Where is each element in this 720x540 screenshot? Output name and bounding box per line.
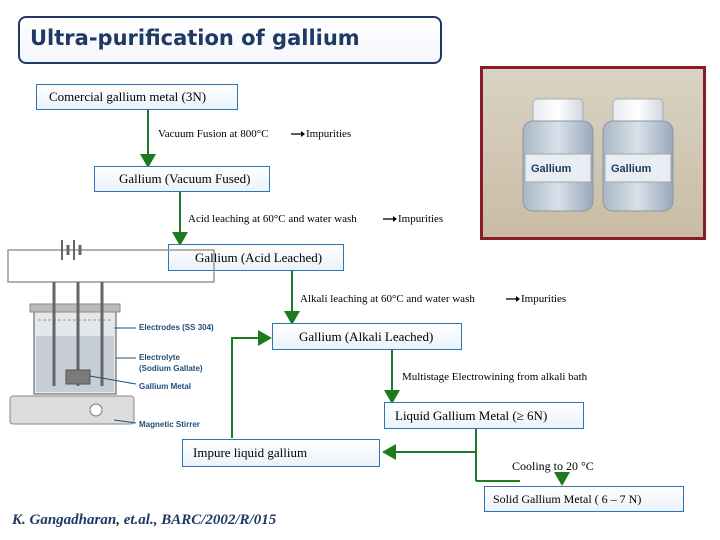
- step-vacuum-impurities: Impurities: [306, 128, 351, 140]
- bottle-left-label: Gallium: [531, 163, 572, 175]
- product-photo: Gallium Gallium: [480, 66, 706, 240]
- box-vacuum-fused: Gallium (Vacuum Fused): [94, 166, 270, 192]
- gallium-bottles-illustration: Gallium Gallium: [483, 69, 703, 237]
- step-electrowining: Multistage Electrowining from alkali bat…: [402, 371, 587, 383]
- step-alkali-leaching: Alkali leaching at 60°C and water wash: [300, 293, 475, 305]
- label-magnetic-stirrer: Magnetic Stirrer: [139, 420, 200, 429]
- box-impure-gallium-label: Impure liquid gallium: [193, 445, 307, 461]
- step-alkali-impurities: Impurities: [521, 293, 566, 305]
- bottle-right: Gallium: [603, 99, 673, 211]
- box-liquid-gallium-label: Liquid Gallium Metal (≥ 6N): [395, 408, 547, 424]
- box-commercial-gallium: Comercial gallium metal (3N): [36, 84, 238, 110]
- bottle-left: Gallium: [523, 99, 593, 211]
- box-commercial-gallium-label: Comercial gallium metal (3N): [49, 89, 206, 105]
- step-acid-leaching: Acid leaching at 60°C and water wash: [188, 213, 357, 225]
- label-gallium-metal: Gallium Metal: [139, 382, 191, 391]
- label-sodium-gallate: (Sodium Gallate): [139, 364, 203, 373]
- step-vacuum-fusion: Vacuum Fusion at 800°C: [158, 128, 268, 140]
- citation: K. Gangadharan, et.al., BARC/2002/R/015: [12, 512, 276, 529]
- box-vacuum-fused-label: Gallium (Vacuum Fused): [119, 171, 250, 187]
- bottle-right-label: Gallium: [611, 163, 652, 175]
- box-alkali-leached-label: Gallium (Alkali Leached): [299, 329, 433, 345]
- label-electrolyte: Electrolyte: [139, 353, 180, 362]
- step-acid-impurities: Impurities: [398, 213, 443, 225]
- box-solid-gallium-label: Solid Gallium Metal ( 6 – 7 N): [493, 492, 641, 507]
- box-alkali-leached: Gallium (Alkali Leached): [272, 323, 462, 350]
- box-impure-gallium: Impure liquid gallium: [182, 439, 380, 467]
- arrow-impure-to-alkali: [232, 338, 270, 438]
- label-electrodes: Electrodes (SS 304): [139, 323, 214, 332]
- box-solid-gallium: Solid Gallium Metal ( 6 – 7 N): [484, 486, 684, 512]
- electrolytic-cell-illustration: [4, 236, 236, 436]
- box-liquid-gallium: Liquid Gallium Metal (≥ 6N): [384, 402, 584, 429]
- step-cooling: Cooling to 20 °C: [512, 459, 594, 474]
